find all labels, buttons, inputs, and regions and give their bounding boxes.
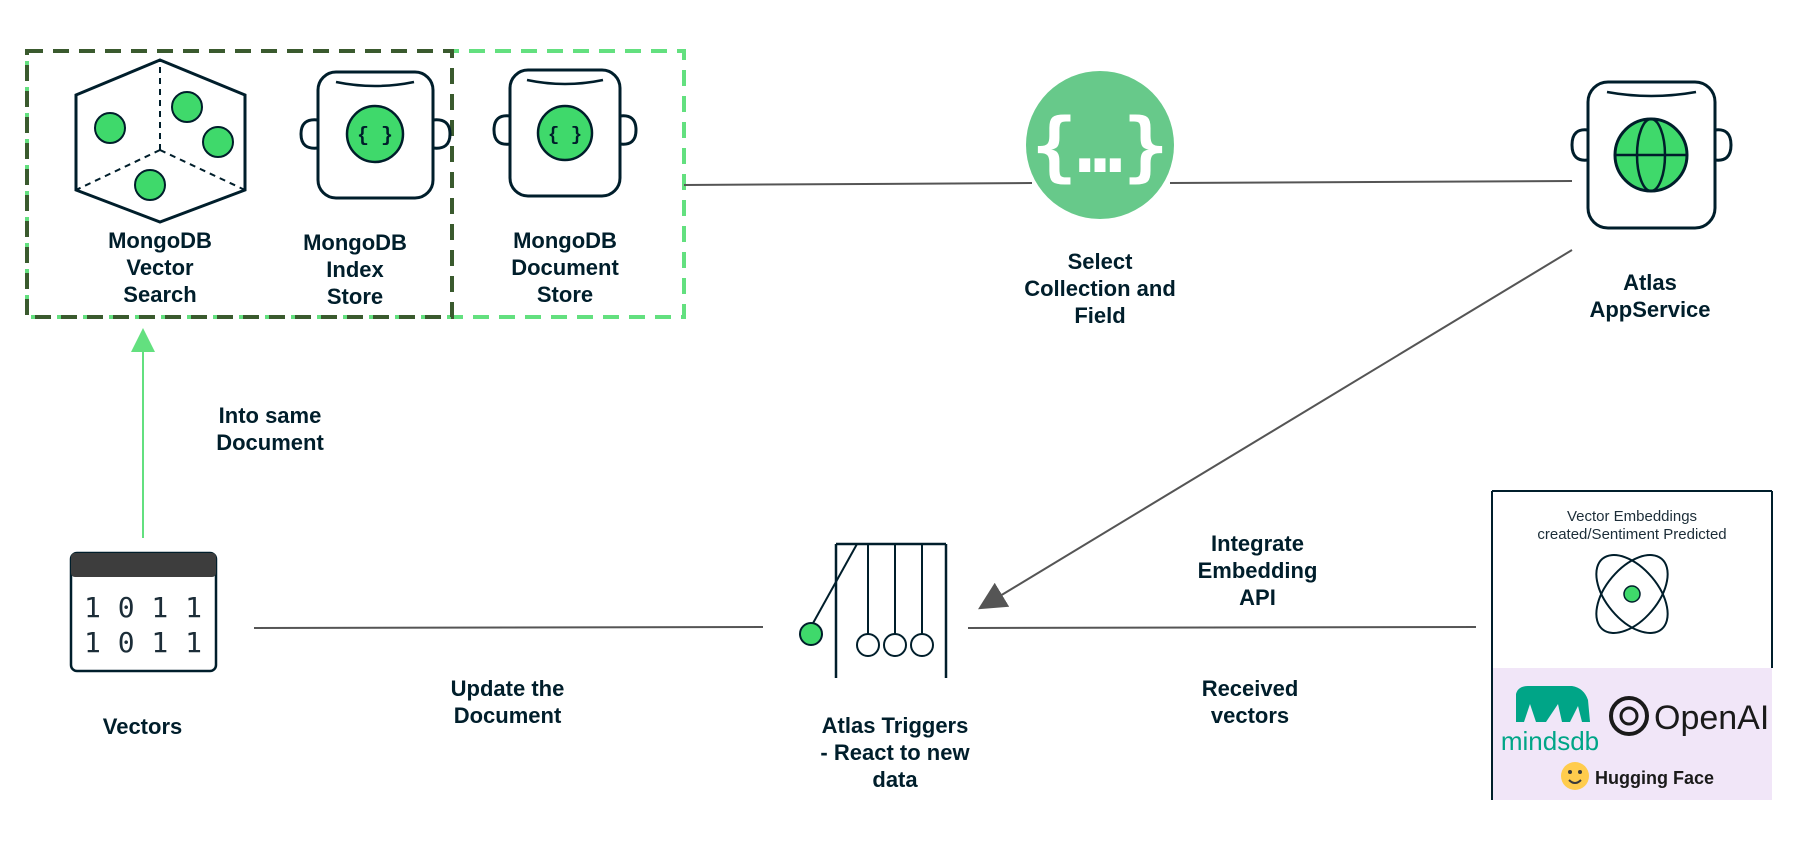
- arrow-appservice-to-triggers: [978, 249, 1573, 610]
- provider-panel-top: [1492, 492, 1772, 668]
- label-atlas-triggers: Atlas Triggers - React to new data: [820, 713, 970, 792]
- document-store-icon: { }: [492, 68, 638, 198]
- json-braces-icon: {…}: [1026, 71, 1174, 219]
- label-integrate-api: Integrate Embedding API: [1197, 531, 1318, 610]
- vector-search-cube-icon: [74, 58, 247, 224]
- index-store-icon: { }: [299, 70, 452, 200]
- connector-store-to-select: [683, 182, 1033, 186]
- atlas-triggers-cradle-icon: [799, 542, 948, 678]
- provider-panel-caption: Vector Embeddings created/Sentiment Pred…: [1537, 508, 1727, 543]
- binary-vectors-icon: 1 0 1 1 1 0 1 1: [69, 551, 218, 673]
- label-select-collection: Select Collection and Field: [1024, 249, 1176, 328]
- mindsdb-logo-icon: mindsdb: [1501, 686, 1599, 756]
- hugging-face-logo-icon: Hugging Face: [1561, 762, 1714, 790]
- label-into-same-document: Into same Document: [216, 403, 324, 455]
- svg-text:{…}: {…}: [1031, 101, 1168, 190]
- svg-text:1 0 1 1: 1 0 1 1: [84, 591, 202, 624]
- braces-glyph: { }: [357, 125, 393, 148]
- label-document-store: MongoDB Document Store: [511, 228, 619, 307]
- app-service-globe-icon: [1570, 80, 1733, 230]
- connector-triggers-to-panel: [967, 626, 1477, 629]
- svg-text:1 0 1 1: 1 0 1 1: [84, 626, 202, 659]
- vector-index-group: [25, 49, 454, 319]
- label-app-service: Atlas AppService: [1589, 270, 1711, 322]
- openai-logo-icon: OpenAI: [1609, 696, 1769, 737]
- svg-text:mindsdb: mindsdb: [1501, 726, 1599, 756]
- atom-icon: [1595, 553, 1669, 635]
- braces-glyph: { }: [548, 124, 582, 146]
- label-update-document: Update the Document: [450, 676, 565, 728]
- svg-text:Hugging Face: Hugging Face: [1595, 768, 1714, 788]
- label-vectors: Vectors: [102, 714, 183, 739]
- connector-vectors-to-triggers: [253, 626, 764, 629]
- svg-text:OpenAI: OpenAI: [1654, 699, 1769, 737]
- label-received-vectors: Received vectors: [1201, 676, 1299, 728]
- label-vector-search: MongoDB Vector Search: [108, 228, 212, 307]
- label-index-store: MongoDB Index Store: [303, 230, 407, 309]
- connector-select-to-appservice: [1169, 180, 1573, 184]
